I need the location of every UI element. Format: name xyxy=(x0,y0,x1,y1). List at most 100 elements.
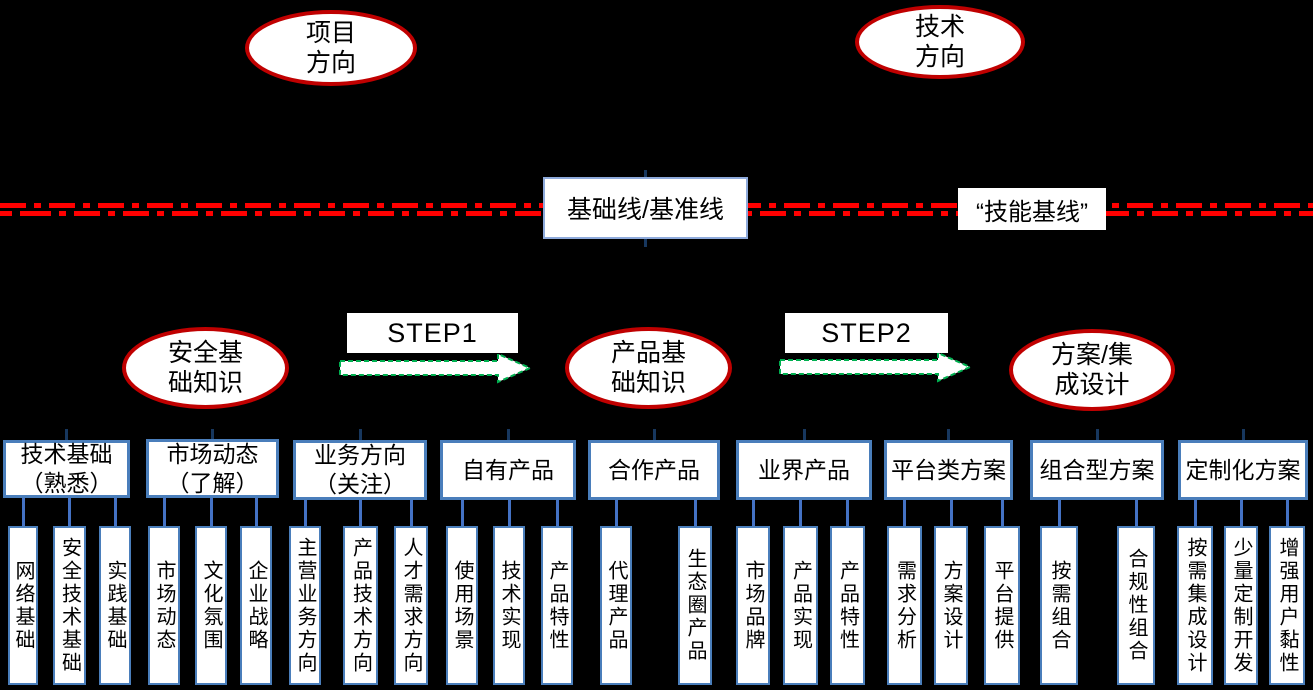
item-label: 企业战略 xyxy=(245,559,267,652)
connector xyxy=(903,500,906,527)
connector xyxy=(556,500,559,527)
connector xyxy=(508,500,511,527)
baseline-box-top-stub xyxy=(644,170,647,178)
connector xyxy=(163,498,166,527)
item-label: 按需组合 xyxy=(1048,559,1070,652)
item-label: 市场动态 xyxy=(153,559,175,652)
item-label: 产品特性 xyxy=(836,559,859,652)
item-ecosystem-products: 生态圈产品 xyxy=(678,526,712,685)
item-network-foundation: 网络基础 xyxy=(8,526,38,685)
connector xyxy=(694,500,697,527)
connector xyxy=(68,498,71,527)
connector xyxy=(22,498,25,527)
ellipse-security-basics: 安全基 础知识 xyxy=(122,327,289,409)
item-product-features: 产品特性 xyxy=(541,526,573,685)
connector xyxy=(615,500,618,527)
item-main-business-direction: 主营业务方向 xyxy=(289,526,321,685)
item-label: 产品特性 xyxy=(546,559,568,652)
item-usage-scenarios: 使用场景 xyxy=(446,526,478,685)
item-culture-atmosphere: 文化氛围 xyxy=(195,526,227,685)
item-compliance-combination: 合规性组合 xyxy=(1117,526,1155,685)
connector xyxy=(1001,500,1004,527)
skill-baseline-label: “技能基线” xyxy=(976,198,1088,226)
item-solution-design: 方案设计 xyxy=(934,526,968,685)
item-talent-demand-direction: 人才需求方向 xyxy=(394,526,428,685)
connector xyxy=(255,498,258,527)
header-own-products: 自有产品 xyxy=(440,440,576,500)
ellipse-project-direction: 项目 方向 xyxy=(245,10,417,86)
baseline-box-bottom-stub xyxy=(644,239,647,247)
header-top-stub xyxy=(507,429,510,440)
security-basics-label: 安全基 础知识 xyxy=(167,339,243,397)
header-label: 市场动态 （了解） xyxy=(166,440,259,496)
connector xyxy=(950,500,953,527)
item-product-implementation: 产品实现 xyxy=(783,526,818,685)
item-label: 安全技术基础 xyxy=(58,536,81,675)
header-top-stub xyxy=(803,429,806,440)
step2-box: STEP2 xyxy=(785,313,948,353)
step1-label: STEP1 xyxy=(387,317,478,348)
item-product-tech-direction: 产品技术方向 xyxy=(343,526,378,685)
connector xyxy=(114,498,117,527)
connector xyxy=(1194,500,1197,527)
header-market-trends: 市场动态 （了解） xyxy=(146,439,279,498)
item-label: 市场品牌 xyxy=(742,559,764,652)
item-label: 文化氛围 xyxy=(200,559,222,652)
item-market-brands: 市场品牌 xyxy=(736,526,770,685)
connector xyxy=(846,500,849,527)
header-top-stub xyxy=(65,429,68,440)
item-label: 使用场景 xyxy=(451,559,473,652)
item-enterprise-strategy: 企业战略 xyxy=(240,526,272,685)
header-label: 合作产品 xyxy=(608,456,700,483)
ellipse-product-basics: 产品基 础知识 xyxy=(565,327,732,409)
header-top-stub xyxy=(211,429,214,440)
ellipse-tech-direction: 技术 方向 xyxy=(855,5,1025,79)
item-label: 人才需求方向 xyxy=(400,536,422,675)
header-label: 技术基础 （熟悉） xyxy=(20,441,113,496)
item-label: 产品实现 xyxy=(789,559,812,652)
project-direction-label: 项目 方向 xyxy=(305,19,356,77)
header-top-stub xyxy=(359,429,362,440)
item-tech-implementation: 技术实现 xyxy=(493,526,525,685)
header-label: 平台类方案 xyxy=(891,456,1006,483)
tech-direction-label: 技术 方向 xyxy=(914,13,965,71)
connector xyxy=(210,498,213,527)
item-security-tech-foundation: 安全技术基础 xyxy=(53,526,86,685)
header-top-stub xyxy=(947,429,950,440)
item-label: 代理产品 xyxy=(605,559,627,652)
header-partner-products: 合作产品 xyxy=(588,440,720,500)
item-practice-foundation: 实践基础 xyxy=(99,526,131,685)
header-label: 业务方向 （关注） xyxy=(314,442,406,497)
item-label: 平台提供 xyxy=(991,559,1013,652)
item-platform-provision: 平台提供 xyxy=(984,526,1020,685)
header-label: 定制化方案 xyxy=(1185,456,1301,483)
item-label: 产品技术方向 xyxy=(349,536,372,675)
connector xyxy=(1286,500,1289,527)
baseline-center-box: 基础线/基准线 xyxy=(543,177,748,239)
skill-baseline-box: “技能基线” xyxy=(958,188,1106,230)
item-label: 实践基础 xyxy=(104,559,126,652)
connector xyxy=(1240,500,1243,527)
connector xyxy=(461,500,464,527)
item-label: 方案设计 xyxy=(940,559,962,652)
baseline-center-label: 基础线/基准线 xyxy=(567,196,724,224)
connector xyxy=(752,500,755,527)
solution-design-label: 方案/集 成设计 xyxy=(1051,341,1133,399)
header-label: 业界产品 xyxy=(758,456,850,483)
header-tech-foundation: 技术基础 （熟悉） xyxy=(3,440,130,498)
connector xyxy=(410,500,413,527)
item-label: 按需集成设计 xyxy=(1184,536,1206,675)
item-label: 合规性组合 xyxy=(1125,548,1147,663)
item-label: 技术实现 xyxy=(498,559,520,652)
header-custom-solutions: 定制化方案 xyxy=(1178,440,1308,500)
item-agency-products: 代理产品 xyxy=(600,526,632,685)
header-label: 自有产品 xyxy=(462,456,554,483)
item-label: 网络基础 xyxy=(12,559,34,652)
header-label: 组合型方案 xyxy=(1039,456,1155,483)
item-label: 生态圈产品 xyxy=(684,548,706,663)
connector xyxy=(359,500,362,527)
item-label: 增强用户黏性 xyxy=(1276,536,1298,675)
header-industry-products: 业界产品 xyxy=(736,440,872,500)
step2-arrow-icon xyxy=(779,351,973,383)
